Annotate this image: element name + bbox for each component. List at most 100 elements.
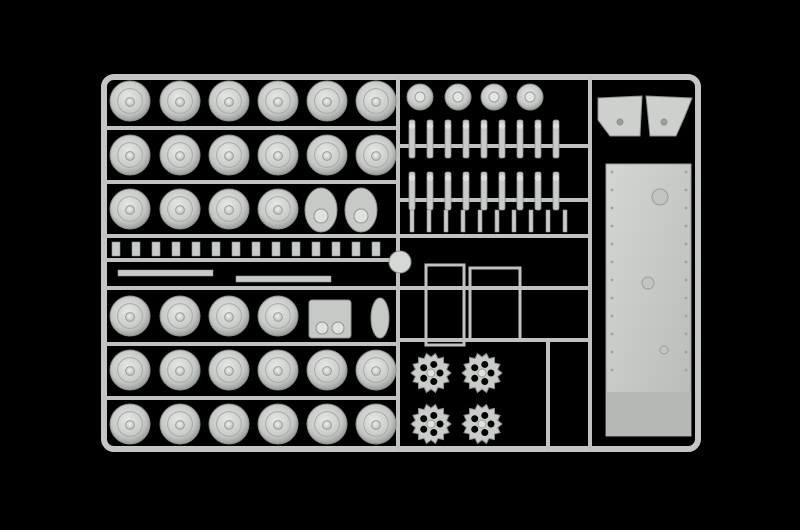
road-wheel bbox=[257, 403, 299, 445]
link-knob bbox=[499, 123, 505, 129]
road-wheel bbox=[109, 134, 151, 176]
rivet bbox=[684, 278, 688, 282]
link-knob bbox=[517, 175, 523, 181]
road-wheel bbox=[208, 188, 250, 230]
small-rod bbox=[426, 209, 432, 233]
bar-part bbox=[235, 275, 332, 283]
road-wheel bbox=[355, 134, 397, 176]
link-knob bbox=[553, 175, 559, 181]
link-knob bbox=[445, 175, 451, 181]
road-wheels bbox=[109, 80, 397, 445]
mantlet-parts bbox=[597, 95, 693, 137]
link-knob bbox=[481, 175, 487, 181]
link-part bbox=[480, 119, 488, 159]
link-knob bbox=[517, 123, 523, 129]
small-rod bbox=[545, 209, 551, 233]
small-bit bbox=[211, 241, 221, 257]
small-rod bbox=[562, 209, 568, 233]
road-wheel bbox=[257, 188, 299, 230]
link-knob bbox=[463, 175, 469, 181]
link-knob bbox=[499, 175, 505, 181]
small-wheel-hub bbox=[452, 91, 464, 103]
road-wheel bbox=[159, 349, 201, 391]
small-wheel-hub bbox=[414, 91, 426, 103]
rivet bbox=[684, 260, 688, 264]
road-wheel bbox=[306, 134, 348, 176]
rivet bbox=[610, 296, 614, 300]
link-knob bbox=[409, 123, 415, 129]
plate-rivets bbox=[610, 170, 688, 372]
link-knob bbox=[463, 123, 469, 129]
link-knob bbox=[481, 123, 487, 129]
rivet bbox=[684, 170, 688, 174]
road-wheel bbox=[208, 403, 250, 445]
rivet bbox=[684, 224, 688, 228]
road-wheel bbox=[257, 349, 299, 391]
road-wheel bbox=[306, 349, 348, 391]
small-wheel-hub bbox=[488, 91, 500, 103]
link-knob bbox=[445, 123, 451, 129]
link-part bbox=[444, 119, 452, 159]
link-part bbox=[426, 119, 434, 159]
road-wheel bbox=[159, 295, 201, 337]
small-bit bbox=[231, 241, 241, 257]
link-knob bbox=[535, 175, 541, 181]
link-knob bbox=[427, 175, 433, 181]
rivet bbox=[610, 332, 614, 336]
road-wheel bbox=[355, 403, 397, 445]
rivet bbox=[610, 206, 614, 210]
road-wheel bbox=[159, 188, 201, 230]
link-part bbox=[462, 119, 470, 159]
rivet bbox=[684, 242, 688, 246]
road-wheel bbox=[257, 295, 299, 337]
small-rod bbox=[511, 209, 517, 233]
hull-plate bbox=[605, 163, 692, 437]
drive-sprocket bbox=[410, 352, 452, 394]
road-wheel bbox=[159, 80, 201, 122]
sprue-frame bbox=[101, 74, 701, 452]
link-knob bbox=[427, 123, 433, 129]
road-wheel bbox=[208, 349, 250, 391]
small-bit bbox=[371, 241, 381, 257]
small-bit bbox=[171, 241, 181, 257]
drive-sprocket bbox=[461, 352, 503, 394]
small-bit bbox=[131, 241, 141, 257]
small-wheels bbox=[406, 83, 544, 111]
link-knob bbox=[535, 123, 541, 129]
small-wheel-hub bbox=[524, 91, 536, 103]
road-wheel bbox=[355, 80, 397, 122]
small-bit bbox=[291, 241, 301, 257]
bar-part bbox=[117, 269, 214, 277]
small-rod bbox=[443, 209, 449, 233]
link-part bbox=[534, 171, 542, 211]
rivet bbox=[684, 314, 688, 318]
road-wheel bbox=[109, 349, 151, 391]
rivet bbox=[610, 314, 614, 318]
small-rod bbox=[528, 209, 534, 233]
rivet bbox=[610, 368, 614, 372]
link-part bbox=[552, 119, 560, 159]
small-bit bbox=[271, 241, 281, 257]
link-part bbox=[516, 171, 524, 211]
road-wheel bbox=[306, 403, 348, 445]
link-part bbox=[552, 171, 560, 211]
rivet bbox=[684, 206, 688, 210]
rivet bbox=[610, 350, 614, 354]
rivet bbox=[684, 368, 688, 372]
rivet bbox=[610, 224, 614, 228]
road-wheel bbox=[109, 188, 151, 230]
rivet bbox=[684, 350, 688, 354]
road-wheel bbox=[109, 80, 151, 122]
road-wheel bbox=[306, 80, 348, 122]
small-bit bbox=[151, 241, 161, 257]
small-rod bbox=[477, 209, 483, 233]
small-bit bbox=[351, 241, 361, 257]
mechanical-parts bbox=[304, 187, 522, 347]
link-knob bbox=[553, 123, 559, 129]
small-rod bbox=[409, 209, 415, 233]
link-part bbox=[516, 119, 524, 159]
road-wheel bbox=[257, 80, 299, 122]
small-bit bbox=[111, 241, 121, 257]
road-wheel bbox=[208, 80, 250, 122]
